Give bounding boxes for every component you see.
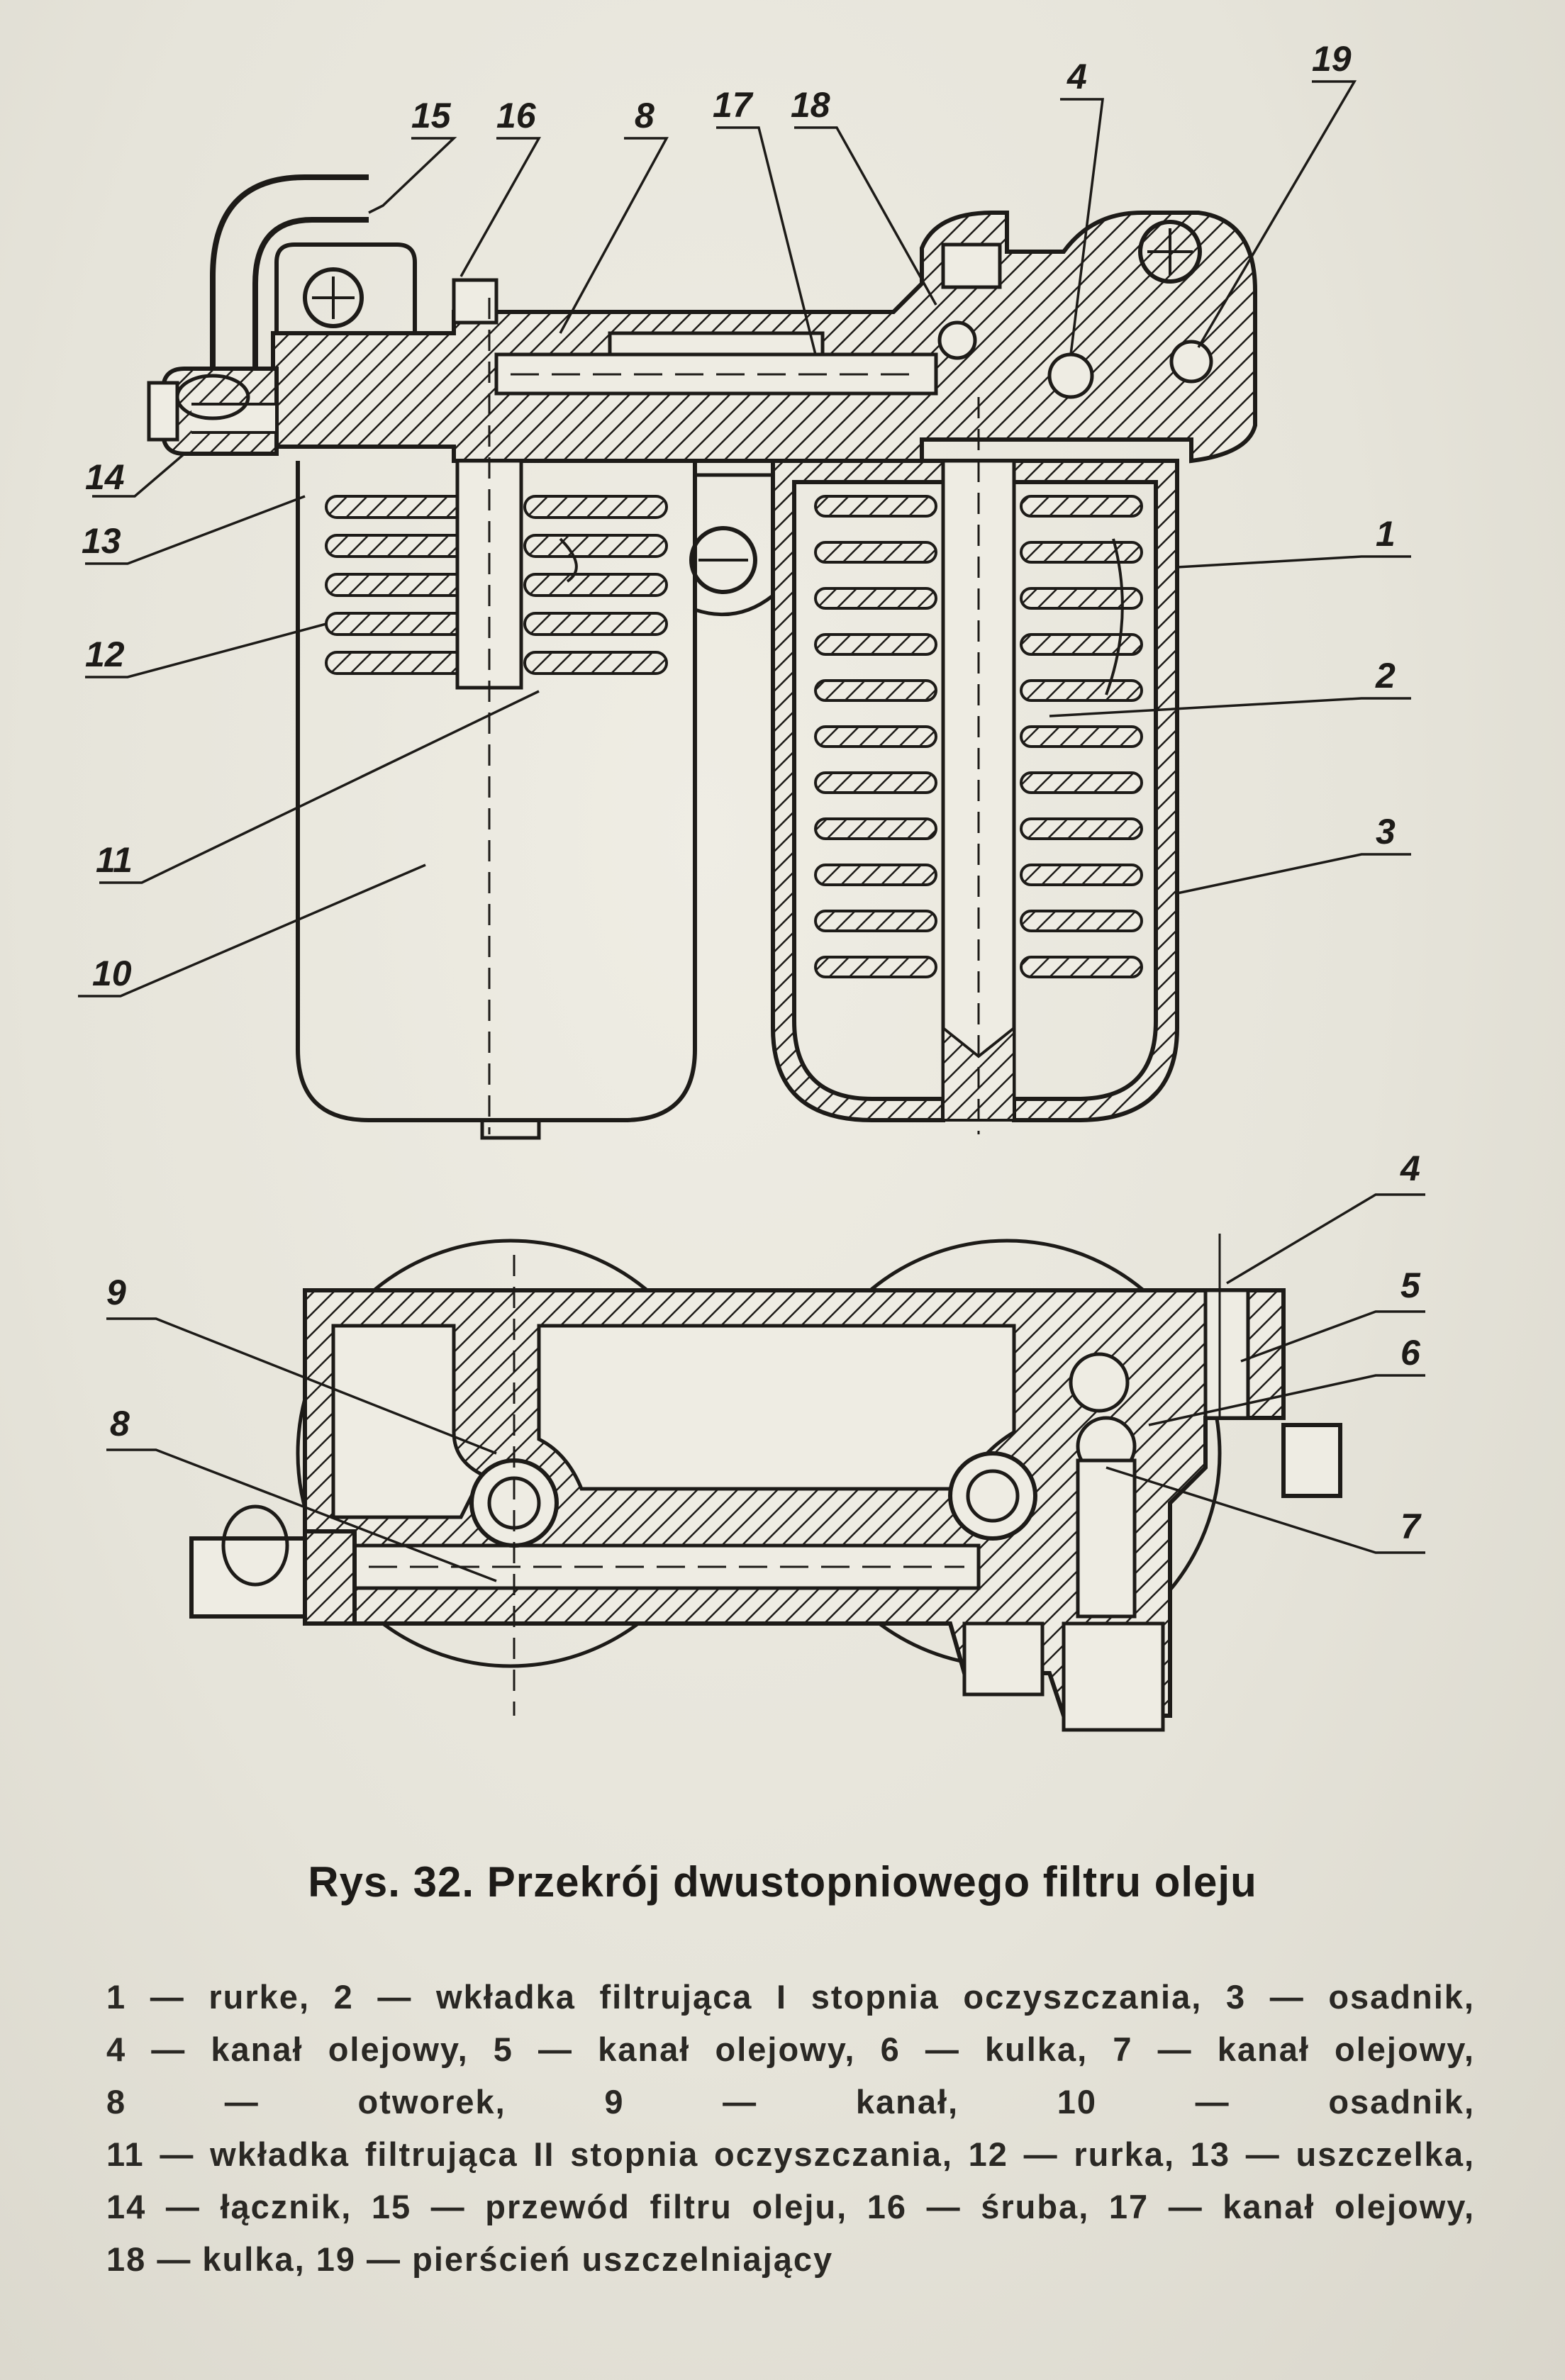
callout-17: 17	[713, 85, 754, 125]
bottom-plug-left	[962, 1621, 1045, 1697]
top-sectional-view	[147, 174, 1257, 1140]
callout-4: 4	[1066, 57, 1087, 96]
callout-18: 18	[791, 85, 830, 125]
right-bolt-head	[1138, 220, 1202, 284]
callout-8: 8	[635, 96, 655, 135]
port-right	[948, 1451, 1037, 1541]
callout-3: 3	[1376, 812, 1396, 851]
oil-channel-4-circle	[1047, 352, 1094, 399]
legend-item: 9 — kanał,	[604, 2083, 959, 2121]
filter-cross-section-figure: 15 16 8 17 18 4 19 14 13 12 11 10 1 2 3	[78, 39, 1425, 1732]
oil-channel-5	[1203, 1288, 1250, 1420]
oil-hose-15	[210, 174, 369, 397]
callout-14: 14	[85, 457, 125, 497]
legend-item: 17 — kanał olejowy,	[1108, 2188, 1475, 2225]
callout-10: 10	[92, 954, 132, 993]
ball-6	[1069, 1352, 1130, 1413]
legend-item: 10 — osadnik,	[1057, 2083, 1475, 2121]
port-left	[469, 1458, 559, 1548]
legend-item: 4 — kanał olejowy,	[106, 2030, 469, 2068]
legend-item: 2 — wkładka filtrująca I stopnia oczyszc…	[333, 1978, 1203, 2016]
settler-3-canister	[771, 459, 1179, 1122]
legend-item: 16 — śruba,	[867, 2188, 1090, 2225]
legend-item: 1 — rurke,	[106, 1978, 311, 2016]
figure-caption: Rys. 32. Przekrój dwustopniowego filtru …	[308, 1858, 1257, 1906]
legend-item: 8 — otworek,	[106, 2083, 506, 2121]
legend-item: 7 — kanał olejowy,	[1113, 2030, 1475, 2068]
callout-6: 6	[1400, 1333, 1421, 1373]
leader-lines-top	[78, 80, 1411, 998]
callout-15: 15	[411, 96, 452, 135]
callout-8-plan: 8	[110, 1404, 130, 1443]
callout-16: 16	[496, 96, 537, 135]
legend-item: 11 — wkładka filtrująca II stopnia oczys…	[106, 2135, 953, 2173]
callout-2: 2	[1375, 656, 1396, 695]
callout-12: 12	[85, 635, 125, 674]
callout-4-plan: 4	[1400, 1149, 1420, 1188]
callout-19: 19	[1312, 39, 1352, 79]
legend-item: 15 — przewód filtru oleju,	[371, 2188, 848, 2225]
ball-18	[937, 320, 977, 360]
filter-element-2	[814, 495, 1143, 978]
center-top-bolt	[941, 242, 1002, 289]
figure-legend: 1 — rurke, 2 — wkładka filtrująca I stop…	[106, 1971, 1475, 2286]
legend-item: 6 — kulka,	[880, 2030, 1088, 2068]
legend-item: 3 — osadnik,	[1225, 1978, 1475, 2016]
callout-1: 1	[1376, 514, 1396, 554]
callout-5: 5	[1400, 1266, 1421, 1305]
leader-lines-bottom	[106, 1193, 1425, 1582]
cavity-center	[537, 1324, 1016, 1491]
callout-11: 11	[96, 840, 133, 880]
bottom-plan-view	[189, 1234, 1342, 1732]
callouts-top: 15 16 8 17 18 4 19 14 13 12 11 10 1 2 3	[82, 39, 1396, 993]
top-cover-plate	[608, 331, 825, 357]
middle-nut	[689, 526, 757, 594]
legend-item: 12 — rurka,	[968, 2135, 1176, 2173]
legend-item: 5 — kanał olejowy,	[493, 2030, 856, 2068]
left-mounting-bracket	[274, 242, 417, 333]
union-connector-plan	[303, 1529, 357, 1626]
callouts-bottom: 9 8 4 5 6 7	[106, 1149, 1422, 1546]
right-cap-nut	[1281, 1423, 1342, 1498]
bottom-plug-right	[1062, 1621, 1165, 1732]
legend-item: 18 — kulka,	[106, 2240, 306, 2278]
valve-channel	[1076, 1458, 1137, 1619]
sealing-ring-19-circle	[1169, 340, 1213, 384]
callout-7: 7	[1400, 1507, 1422, 1546]
callout-13: 13	[82, 521, 121, 561]
legend-item: 19 — pierścień uszczelniający	[316, 2240, 834, 2278]
legend-item: 13 — uszczelka,	[1190, 2135, 1476, 2173]
callout-9: 9	[106, 1273, 126, 1312]
legend-item: 14 — łącznik,	[106, 2188, 352, 2225]
